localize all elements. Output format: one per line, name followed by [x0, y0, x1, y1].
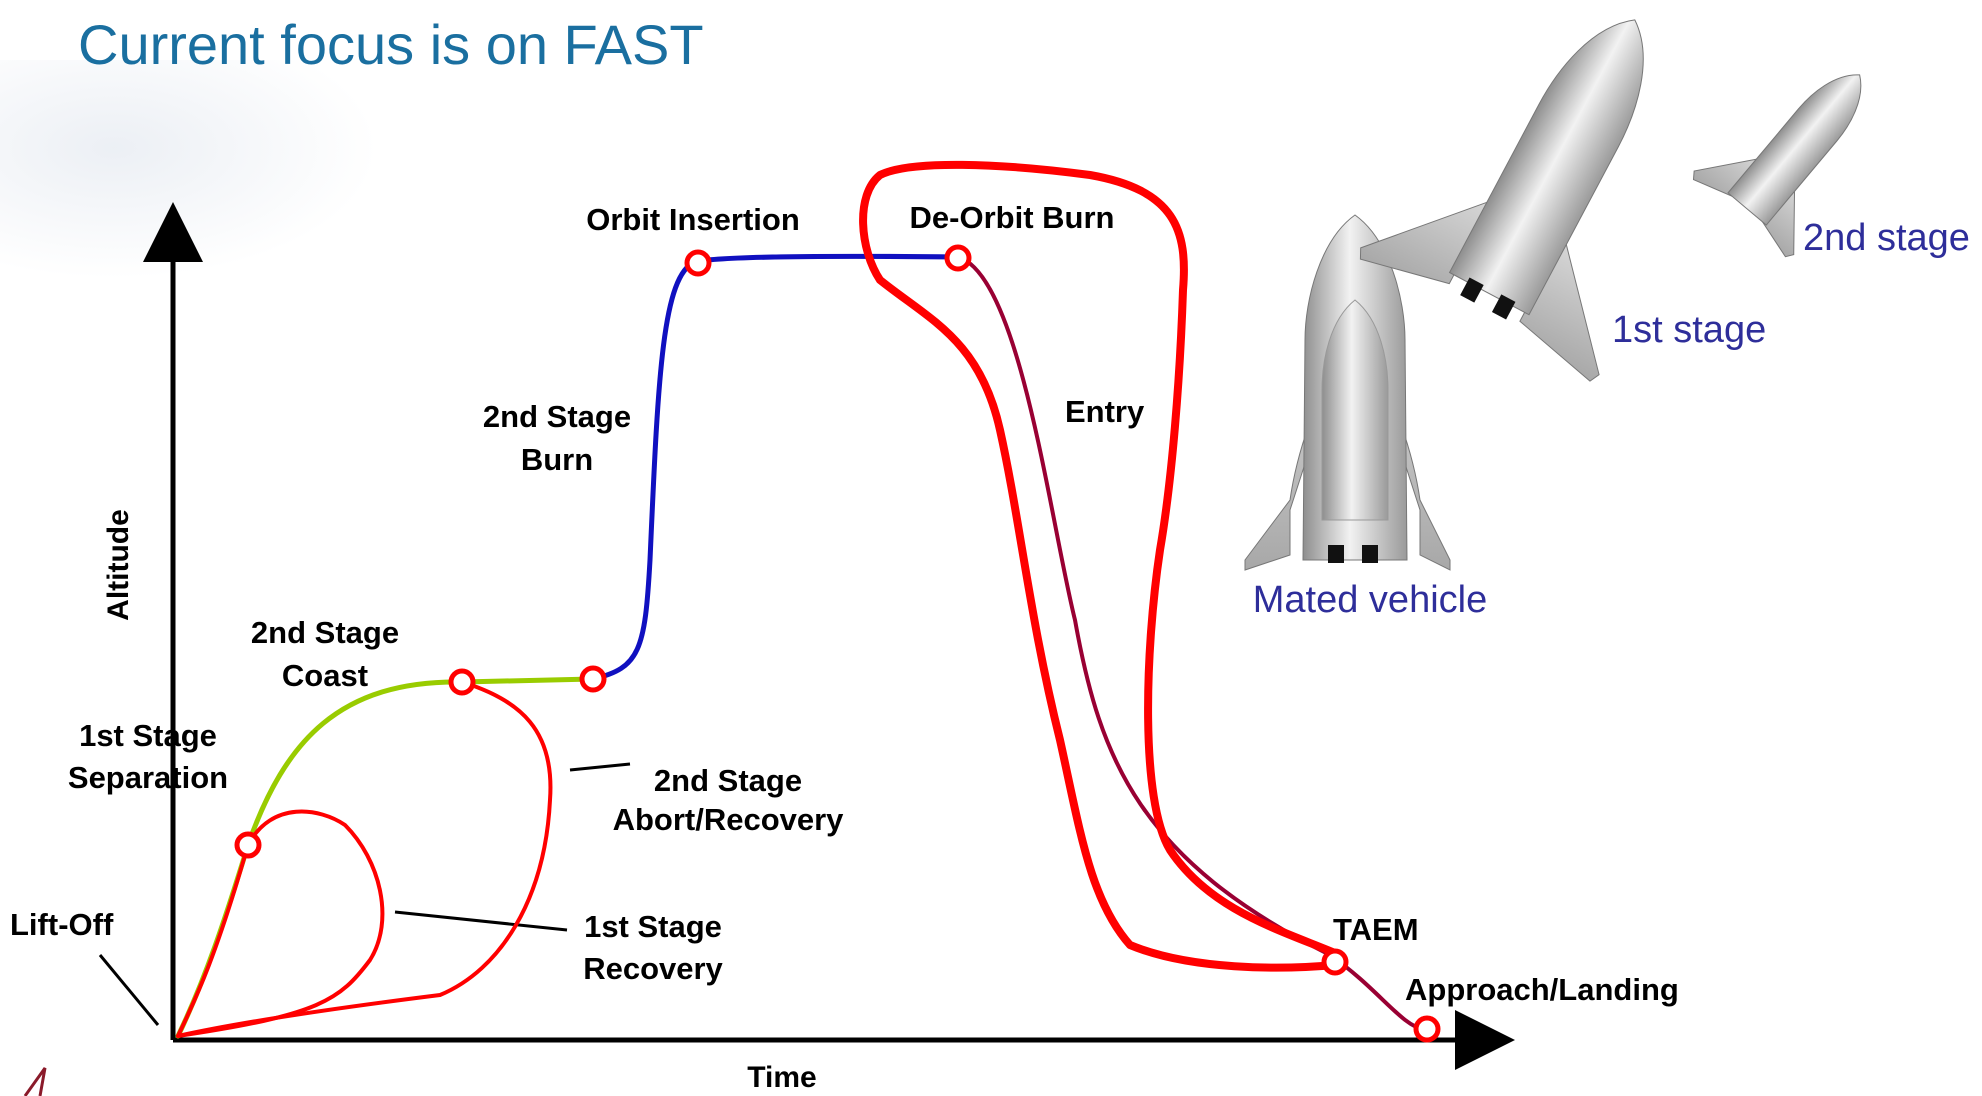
label-de-orbit-burn: De-Orbit Burn — [910, 200, 1115, 235]
second-stage-abort-path — [176, 680, 553, 1038]
first-stage-recovery-leader — [394, 910, 568, 932]
slide-title: Current focus is on FAST — [78, 13, 704, 76]
label-second-stage-abort-2: Abort/Recovery — [613, 802, 845, 837]
first-stage-illustration — [1359, 19, 1644, 382]
label-second-stage-coast-2: Coast — [282, 658, 368, 693]
label-approach-landing: Approach/Landing — [1405, 972, 1679, 1007]
label-orbit-insertion: Orbit Insertion — [586, 202, 800, 237]
mated-vehicle-illustration — [1244, 214, 1451, 571]
label-first-stage: 1st stage — [1612, 309, 1766, 351]
label-mated-vehicle: Mated vehicle — [1253, 579, 1487, 621]
corner-logo-mark — [23, 1067, 47, 1096]
milestone-landing — [1413, 1015, 1441, 1043]
second-stage-illustration — [1692, 74, 1862, 258]
entry-path — [956, 255, 1427, 1032]
milestone-de-orbit — [944, 244, 972, 272]
x-axis-label: Time — [747, 1061, 816, 1094]
y-axis-label: Altitude — [102, 509, 135, 621]
label-first-stage-separation-1: 1st Stage — [79, 718, 217, 753]
label-lift-off: Lift-Off — [10, 907, 114, 942]
leader-lines — [98, 762, 631, 1026]
first-stage-ascent-path — [175, 676, 596, 1039]
milestone-orbit-insertion — [684, 249, 712, 277]
label-second-stage-burn-1: 2nd Stage — [483, 399, 631, 434]
milestone-separation — [234, 831, 262, 859]
label-taem: TAEM — [1333, 912, 1419, 947]
label-first-stage-separation-2: Separation — [68, 760, 228, 795]
milestone-burn-start — [579, 665, 607, 693]
label-second-stage-coast-1: 2nd Stage — [251, 615, 399, 650]
label-entry: Entry — [1065, 394, 1145, 429]
second-stage-burn-path — [590, 253, 961, 682]
label-first-stage-recovery-2: Recovery — [583, 951, 723, 986]
second-stage-abort-leader — [569, 762, 631, 772]
red-loop-path — [859, 160, 1339, 972]
milestone-coast-start — [448, 668, 476, 696]
milestone-markers — [234, 244, 1441, 1043]
label-first-stage-recovery-1: 1st Stage — [584, 909, 722, 944]
axes — [143, 202, 1515, 1070]
label-second-stage-abort-1: 2nd Stage — [654, 763, 802, 798]
lift-off-leader — [98, 954, 160, 1026]
phase-labels: Lift-Off 1st Stage Separation 2nd Stage … — [10, 200, 1679, 1007]
label-second-stage-burn-2: Burn — [521, 442, 593, 477]
trajectory-paths — [175, 160, 1427, 1039]
label-second-stage: 2nd stage — [1803, 217, 1970, 259]
first-stage-recovery-path — [176, 809, 385, 1038]
milestone-taem — [1321, 948, 1349, 976]
